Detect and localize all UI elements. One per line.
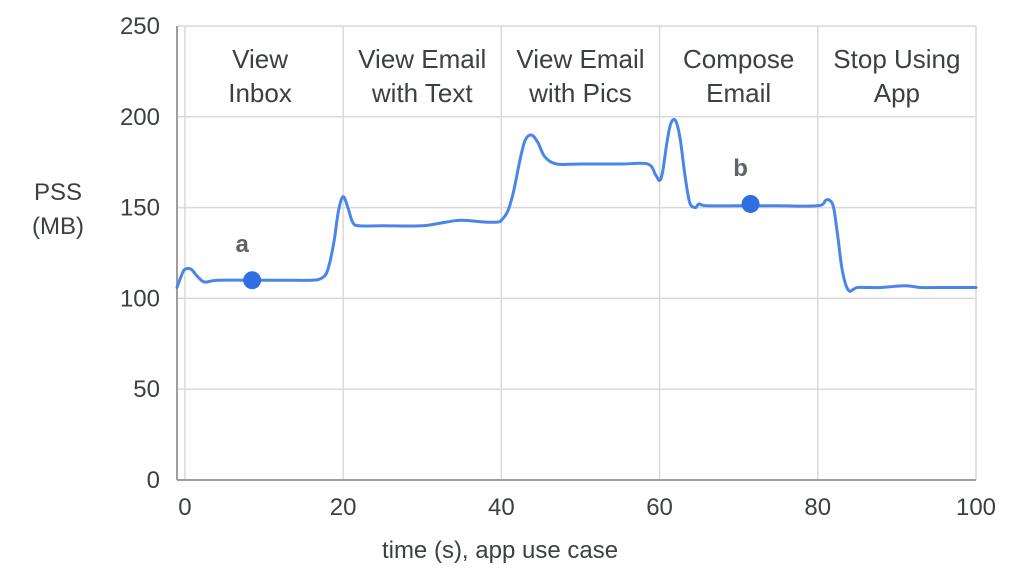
y-tick-label: 100	[120, 285, 160, 312]
phase-label-4: Email	[706, 78, 771, 108]
point-a-label: a	[235, 231, 249, 258]
y-axis-label: PSS	[34, 179, 82, 206]
x-tick-label: 0	[178, 494, 191, 521]
y-tick-label: 150	[120, 195, 160, 222]
phase-label-4: Compose	[683, 44, 794, 74]
grid	[176, 25, 977, 481]
y-tick-label: 50	[133, 376, 160, 403]
phase-label-3: View Email	[516, 44, 644, 74]
axis-labels: PSS (MB) time (s), app use case	[32, 179, 618, 564]
tick-labels: 0 50 100 150 200 250 0 20 40 60 80 100	[120, 13, 996, 521]
phase-label-1: View	[232, 44, 288, 74]
x-tick-label: 60	[646, 494, 673, 521]
phase-label-2: View Email	[358, 44, 486, 74]
y-axis-label: (MB)	[32, 213, 84, 240]
phase-label-3: with Pics	[528, 78, 632, 108]
phase-label-1: Inbox	[228, 78, 292, 108]
annotated-points: ab	[235, 155, 760, 290]
phase-label-5: Stop Using	[833, 44, 960, 74]
pss-line-series-1	[175, 117, 978, 293]
point-b-label: b	[733, 155, 748, 182]
x-axis-label: time (s), app use case	[382, 537, 618, 564]
series	[175, 117, 978, 293]
x-tick-label: 80	[804, 494, 831, 521]
point-b-marker	[741, 194, 760, 213]
phase-label-2: with Text	[371, 78, 473, 108]
x-tick-label: 20	[330, 494, 357, 521]
x-tick-label: 40	[488, 494, 515, 521]
y-tick-label: 200	[120, 104, 160, 131]
phase-label-5: App	[874, 78, 920, 108]
y-tick-label: 250	[120, 13, 160, 40]
x-tick-label: 100	[956, 494, 996, 521]
y-tick-label: 0	[147, 467, 160, 494]
point-a-marker	[243, 271, 262, 290]
